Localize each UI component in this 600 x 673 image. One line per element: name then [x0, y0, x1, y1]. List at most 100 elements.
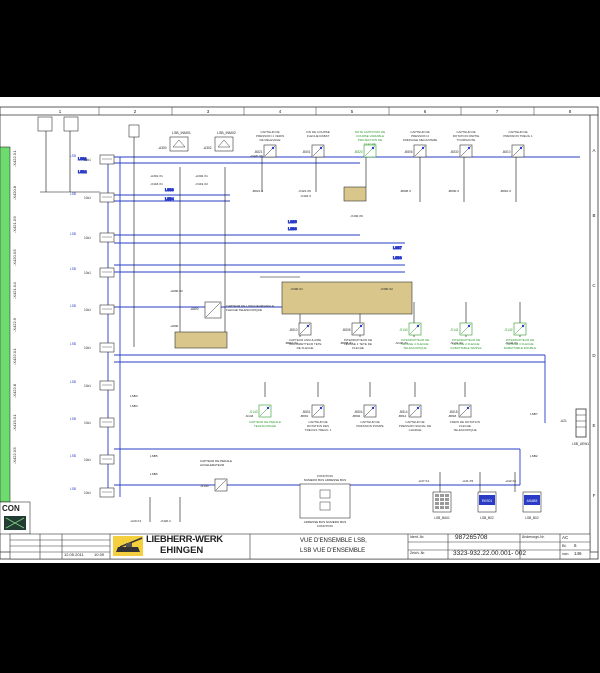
distributor-bus-label: LSB	[70, 380, 76, 384]
bus-label-3: LSB3	[165, 188, 174, 192]
terminal-ref: -B810.X	[500, 189, 511, 193]
sensor-label: TREUILS TREUIL 1	[305, 428, 332, 432]
distributor-bus-label: LSB	[70, 417, 76, 421]
sensor-label: CAPTEUR ANGULAIRE	[289, 338, 321, 342]
drawing-number-label: Zeich.-Nr.	[410, 551, 426, 555]
bus-box-label: FONCTION	[317, 474, 333, 478]
terminal-ref: -A301.X1	[150, 174, 163, 178]
distributor-bus-label: LSB	[70, 454, 76, 458]
ident-label: Ident.-Nr.	[410, 535, 425, 539]
sensor-label: FLECHE	[364, 142, 376, 146]
sensor-label: FLECHE	[352, 346, 364, 350]
sensor-ref: -B830	[450, 150, 459, 154]
sensor-label: FREINAGE MECANISME	[403, 138, 437, 142]
sensor-ref: -B804	[354, 410, 363, 414]
bus-distributors: 10x1LSB10x1LSB10x1LSB10x1LSB10x1LSB10x1L…	[70, 154, 115, 498]
sensor-ref: -S143	[249, 410, 258, 414]
bus-box-sub: ADRESSE BUS NUMERO BUS	[304, 520, 347, 524]
terminal-ref: -S142.X1	[505, 341, 518, 345]
bus-box-sub: FONCTION	[317, 524, 333, 528]
row-marker-F: F	[593, 493, 596, 498]
terminal-ref: LSB7	[530, 412, 538, 416]
accel-label: CAPTEUR DE PEDALE	[200, 459, 232, 463]
terminal-ref: -B821.X	[252, 189, 263, 193]
terminal-ref: -A32.X1	[505, 479, 516, 483]
drawing-number-value: 3323-932.22.00.001- 002	[453, 550, 527, 557]
sensor-label: PRESSION 1 VERIN	[256, 134, 284, 138]
terminal-ref: -B806.X	[400, 189, 411, 193]
bus-distributor	[99, 232, 115, 243]
print-date: 12.05.2011	[64, 552, 84, 557]
revision-value: AC	[562, 535, 569, 540]
distributor-bus-label: LSB	[70, 267, 76, 271]
annotation-text: -A301.X1-X418.X1-A302.X1-X419.X2-X420.X6…	[130, 154, 538, 523]
sensor-label: RABATTABLE DOUBLE	[504, 346, 536, 350]
bus-distributor	[99, 454, 115, 465]
terminal-ref: -S141.X1	[450, 341, 463, 345]
sensor-label: TELESCOPIQUE	[403, 346, 426, 350]
terminal-ref: -A37.X1	[418, 479, 429, 483]
connector-label: -X421.X4	[12, 282, 17, 299]
distributor-label: 10x1	[84, 158, 91, 162]
bus-distributor	[99, 417, 115, 428]
terminal-ref: -X421.X6	[298, 189, 311, 193]
connector-label: -X421.X9	[12, 216, 17, 233]
bus-label-8: LSB8	[393, 256, 402, 260]
signal-wires	[40, 131, 521, 522]
bus-box-label: NUMERO BUS ADRESSE BUS	[304, 478, 346, 482]
bus-label-6: LSB6	[288, 227, 297, 231]
sensor-ref: -S142	[504, 328, 513, 332]
right-device-ref: LSB_UEW1	[572, 442, 589, 446]
sensor-ref: -B820	[354, 150, 363, 154]
distributor-label: 10x1	[84, 384, 91, 388]
sensor-ref: -B810	[289, 328, 298, 332]
sensor-label: INTERRUPTEUR DE	[452, 338, 481, 342]
distributor-label: 10x1	[84, 196, 91, 200]
connector-label: -X422.X5	[12, 447, 17, 464]
distributor-label: 10x1	[84, 421, 91, 425]
sensor-ref: -B801	[302, 410, 311, 414]
inm-pin: -A300	[158, 146, 167, 150]
con-label: CON	[2, 504, 20, 513]
sensor-label: PROJECTION DE	[358, 138, 382, 142]
terminal-ref: -B810.X1	[285, 341, 298, 345]
sensor-label: CHARGE	[409, 428, 422, 432]
sensor-ref: -S141	[450, 328, 459, 332]
inm-ref: LSB_INM01	[172, 131, 191, 135]
left-connector-labels: -X422.X1-X420.8-X421.X9-X420.X5-X421.X4-…	[12, 150, 17, 464]
sensor-label: FREIN DE ROTATION	[450, 420, 480, 424]
bus-distributor	[99, 487, 115, 498]
terminal-ref: -X300.X2	[380, 287, 393, 291]
highlight-boxes	[174, 186, 413, 349]
sensor-label: CAPTEUR DE	[360, 420, 379, 424]
sensor-label: PRESSION SIGNAL DE	[399, 424, 431, 428]
bus-distributor	[99, 380, 115, 391]
sensor-label: LEVAGE 1 TETE DE	[344, 342, 372, 346]
accel-label: ACCELERATEUR	[200, 463, 225, 467]
bus-distributor	[99, 267, 115, 278]
bus-label-2: LSB2	[78, 170, 87, 174]
liebherr-crane-logo	[113, 536, 143, 556]
terminal-ref: -A302.X1	[195, 174, 208, 178]
bus-label-7: LSB7	[393, 246, 402, 250]
terminal-ref: -B801	[300, 414, 309, 418]
bus-distributor	[99, 154, 115, 165]
sensor-label: CAPTEUR DE	[410, 130, 429, 134]
terminal-ref: -B804	[352, 414, 361, 418]
terminal-ref: LSB4	[130, 404, 138, 408]
sensor-label: TRANSMETTEUR TETE	[288, 342, 321, 346]
